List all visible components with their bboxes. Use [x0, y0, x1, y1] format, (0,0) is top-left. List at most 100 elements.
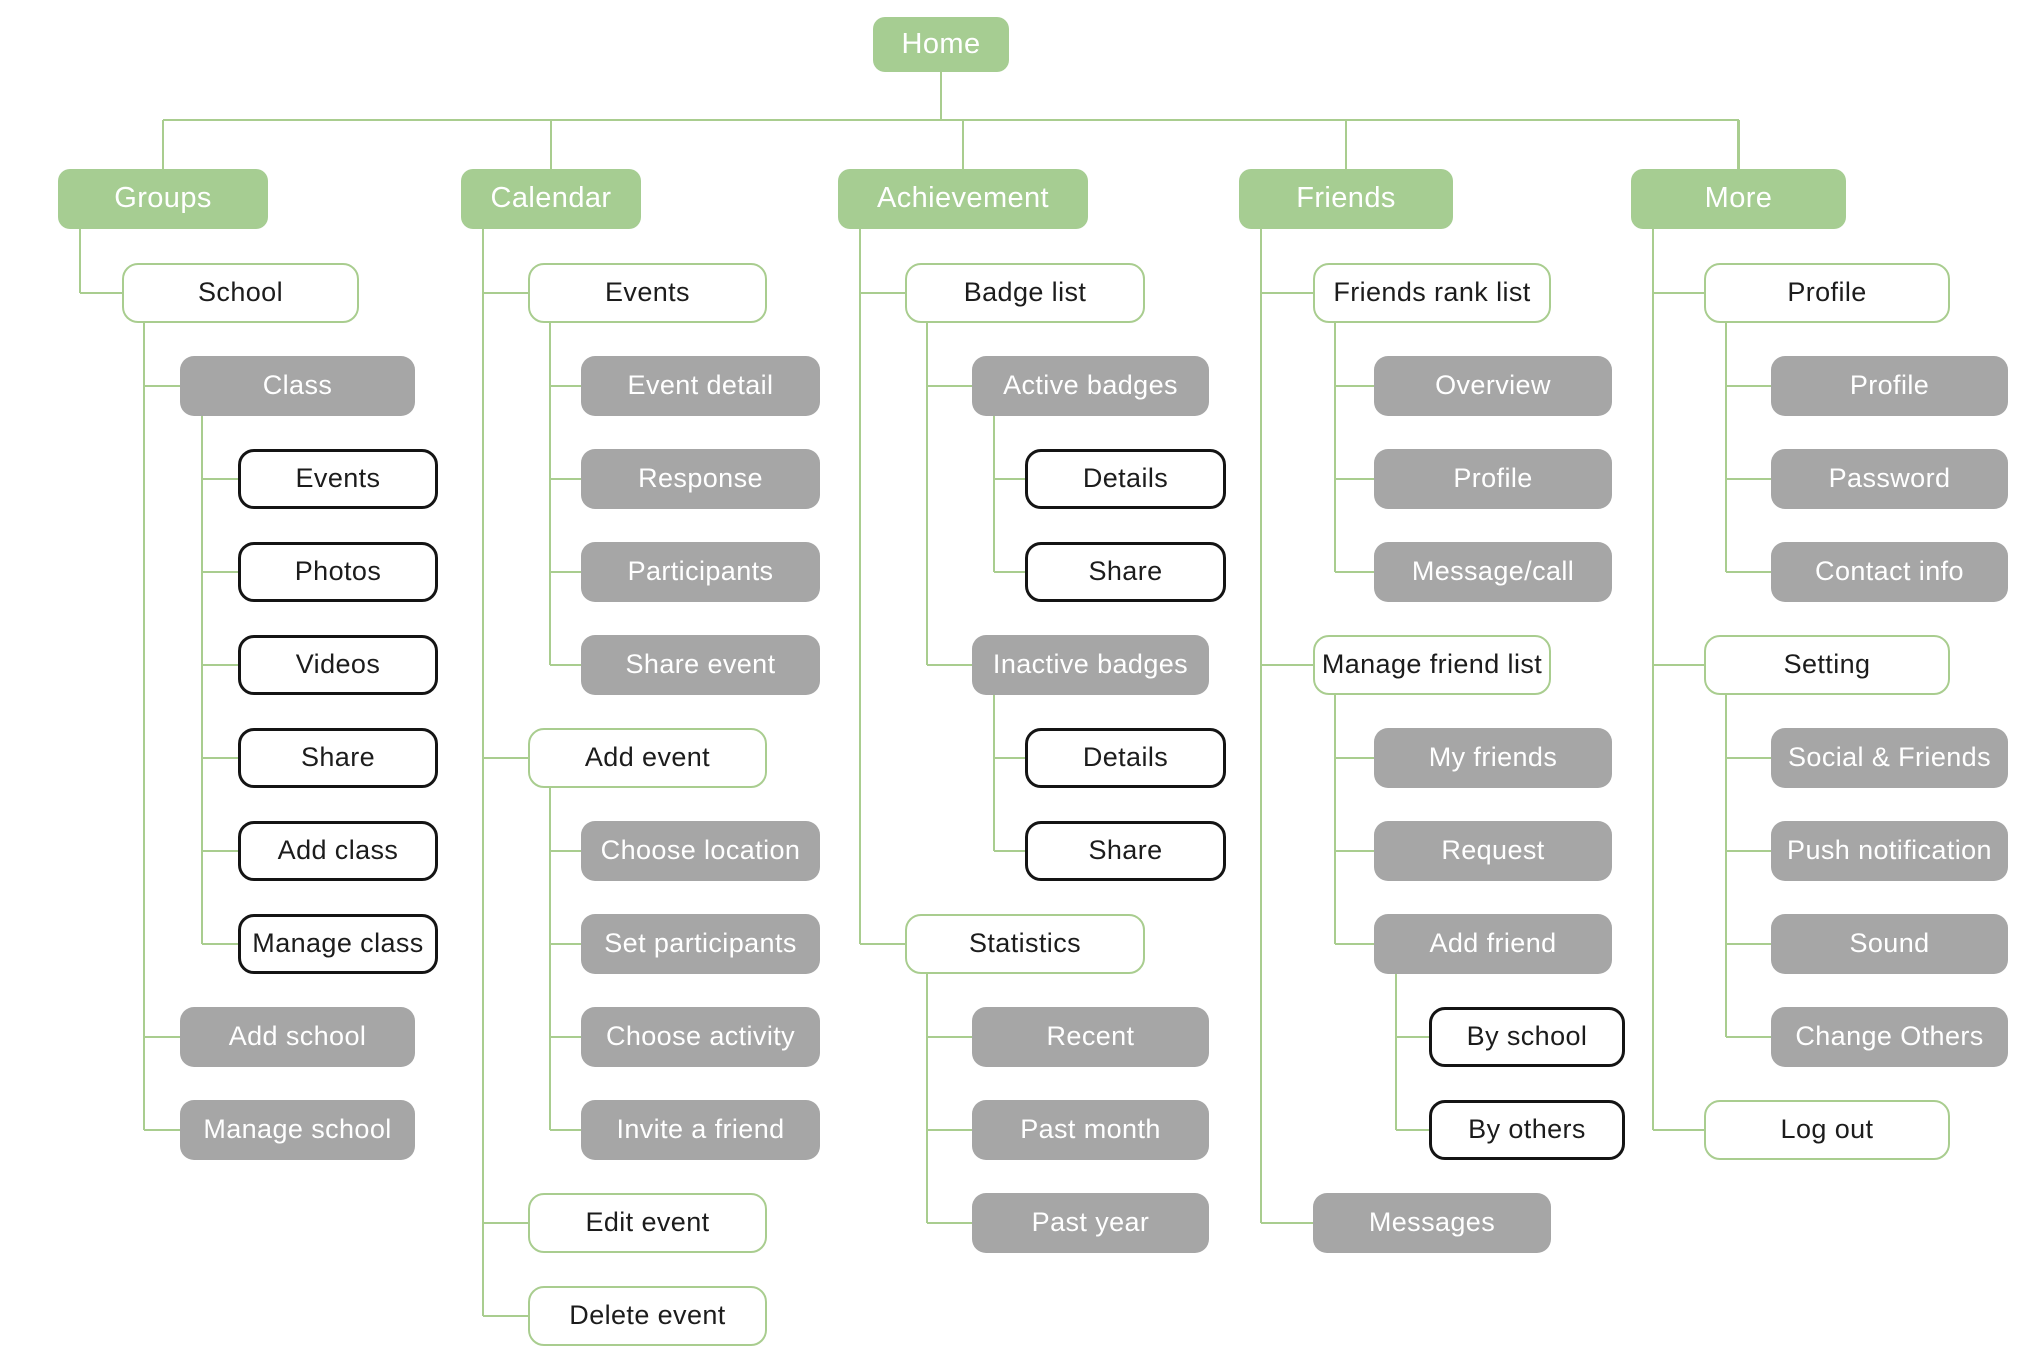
- node-set-participants: Set participants: [581, 914, 820, 974]
- connector-line: [202, 756, 238, 760]
- connector-line: [1261, 291, 1313, 295]
- node-contact-info: Contact info: [1771, 542, 2008, 602]
- connector-line: [483, 756, 528, 760]
- connector-line: [1651, 229, 1655, 1130]
- node-events: Events: [238, 449, 438, 509]
- connector-line: [925, 974, 929, 1223]
- node-add-class: Add class: [238, 821, 438, 881]
- node-event-detail: Event detail: [581, 356, 820, 416]
- node-change-others: Change Others: [1771, 1007, 2008, 1067]
- connector-line: [927, 1221, 972, 1225]
- node-details: Details: [1025, 728, 1226, 788]
- node-profile: Profile: [1374, 449, 1612, 509]
- node-achievement: Achievement: [838, 169, 1088, 229]
- connector-line: [483, 1221, 528, 1225]
- connector-line: [144, 384, 180, 388]
- connector-line: [550, 1128, 581, 1132]
- connector-line: [1333, 695, 1337, 944]
- connector-line: [550, 942, 581, 946]
- connector-line: [925, 323, 929, 665]
- node-my-friends: My friends: [1374, 728, 1612, 788]
- connector-line: [1335, 756, 1374, 760]
- connector-line: [202, 942, 238, 946]
- node-share-event: Share event: [581, 635, 820, 695]
- node-profile: Profile: [1771, 356, 2008, 416]
- connector-line: [860, 291, 905, 295]
- node-friends-rank-list: Friends rank list: [1313, 263, 1551, 323]
- node-school: School: [122, 263, 359, 323]
- connector-line: [860, 942, 905, 946]
- connector-line: [961, 120, 965, 169]
- connector-line: [992, 416, 996, 572]
- node-password: Password: [1771, 449, 2008, 509]
- node-inactive-badges: Inactive badges: [972, 635, 1209, 695]
- node-past-year: Past year: [972, 1193, 1209, 1253]
- connector-line: [1335, 477, 1374, 481]
- node-active-badges: Active badges: [972, 356, 1209, 416]
- connector-line: [78, 229, 82, 293]
- node-social-friends: Social & Friends: [1771, 728, 2008, 788]
- connector-line: [1653, 1128, 1704, 1132]
- connector-line: [202, 663, 238, 667]
- connector-line: [1335, 570, 1374, 574]
- node-home: Home: [873, 17, 1009, 72]
- node-by-school: By school: [1429, 1007, 1625, 1067]
- connector-line: [550, 477, 581, 481]
- node-add-event: Add event: [528, 728, 767, 788]
- connector-line: [1726, 756, 1771, 760]
- node-add-school: Add school: [180, 1007, 415, 1067]
- node-choose-activity: Choose activity: [581, 1007, 820, 1067]
- connector-line: [144, 1035, 180, 1039]
- node-calendar: Calendar: [461, 169, 641, 229]
- connector-line: [1396, 1128, 1429, 1132]
- connector-line: [994, 849, 1025, 853]
- connector-line: [994, 570, 1025, 574]
- node-delete-event: Delete event: [528, 1286, 767, 1346]
- node-manage-school: Manage school: [180, 1100, 415, 1160]
- node-messages: Messages: [1313, 1193, 1551, 1253]
- connector-line: [1335, 384, 1374, 388]
- node-photos: Photos: [238, 542, 438, 602]
- node-choose-location: Choose location: [581, 821, 820, 881]
- connector-line: [927, 1035, 972, 1039]
- connector-line: [548, 788, 552, 1130]
- connector-line: [1344, 120, 1348, 169]
- connector-line: [1653, 663, 1704, 667]
- connector-line: [550, 1035, 581, 1039]
- connector-line: [550, 849, 581, 853]
- connector-line: [163, 118, 1739, 122]
- connector-line: [142, 323, 146, 1130]
- connector-line: [1726, 384, 1771, 388]
- connector-line: [992, 695, 996, 851]
- node-more: More: [1631, 169, 1846, 229]
- connector-line: [550, 384, 581, 388]
- node-setting: Setting: [1704, 635, 1950, 695]
- node-recent: Recent: [972, 1007, 1209, 1067]
- node-friends: Friends: [1239, 169, 1453, 229]
- node-events: Events: [528, 263, 767, 323]
- connector-line: [1261, 1221, 1313, 1225]
- connector-line: [1726, 1035, 1771, 1039]
- connector-line: [1737, 120, 1740, 169]
- connector-line: [200, 416, 204, 944]
- node-invite-a-friend: Invite a friend: [581, 1100, 820, 1160]
- connector-line: [550, 663, 581, 667]
- connector-line: [1726, 942, 1771, 946]
- connector-line: [202, 477, 238, 481]
- node-push-notification: Push notification: [1771, 821, 2008, 881]
- connector-line: [1724, 695, 1728, 1037]
- connector-line: [202, 849, 238, 853]
- connector-line: [481, 229, 485, 1316]
- connector-line: [1726, 477, 1771, 481]
- node-share: Share: [238, 728, 438, 788]
- connector-line: [1726, 570, 1771, 574]
- node-manage-class: Manage class: [238, 914, 438, 974]
- node-request: Request: [1374, 821, 1612, 881]
- connector-line: [1396, 1035, 1429, 1039]
- connector-line: [927, 1128, 972, 1132]
- connector-line: [144, 1128, 180, 1132]
- connector-line: [927, 663, 972, 667]
- node-details: Details: [1025, 449, 1226, 509]
- node-badge-list: Badge list: [905, 263, 1145, 323]
- connector-line: [550, 570, 581, 574]
